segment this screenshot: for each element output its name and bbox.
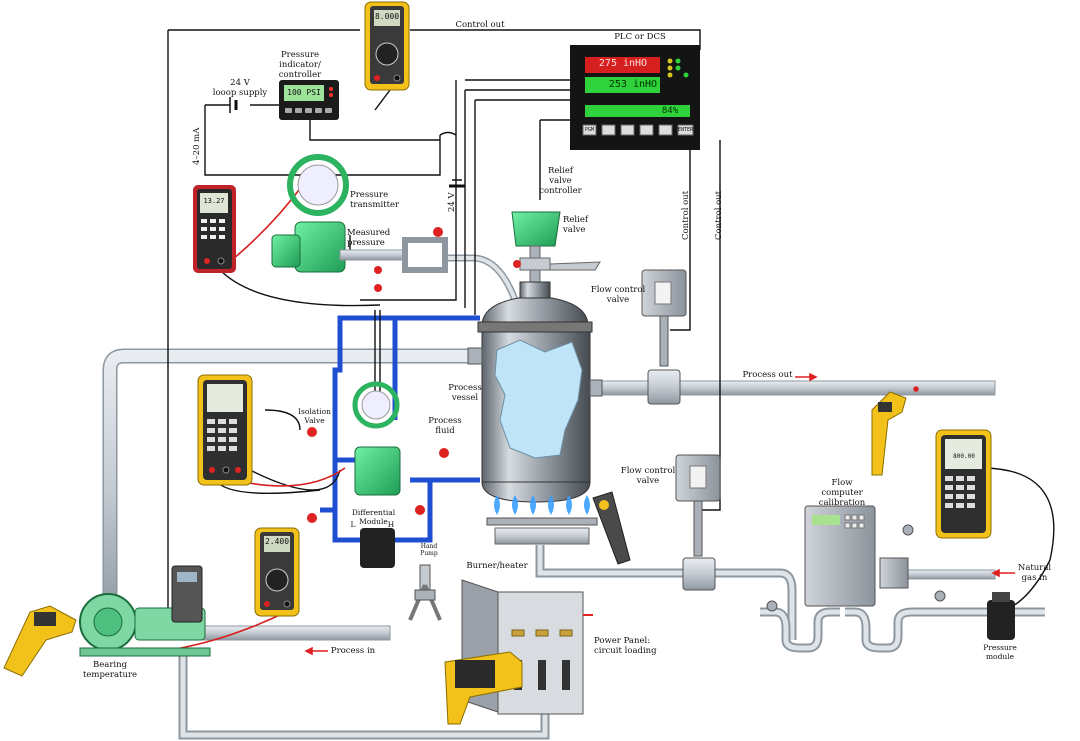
- process-in-label: Process in: [330, 646, 376, 656]
- ir-thermometer-icon: [3, 391, 907, 677]
- flow-computer-label: Flow computer calibration: [818, 478, 866, 508]
- plc-button-enter: ENTER: [678, 127, 694, 133]
- signal-wiring: [167, 29, 1055, 630]
- plc-bar-value: 84%: [661, 106, 679, 116]
- loop-supply-label: 24 V looop supply: [212, 78, 268, 98]
- isolation-valve-label: Isolation Valve: [298, 407, 331, 425]
- thermal-imager-icon: [444, 651, 523, 725]
- loop-current-label: 4–20 mA: [192, 127, 202, 165]
- plc-readout-1: 275 inHO: [598, 58, 648, 69]
- differential-module-label: Differential Module: [351, 508, 396, 526]
- pressure-indicator-icon: [279, 80, 339, 120]
- right-calibrator-reading: 800.00: [953, 453, 975, 460]
- dm-high-label: H: [387, 520, 395, 529]
- dm-low-label: L: [350, 520, 356, 529]
- left-calibrator-reading: 13.27: [203, 197, 225, 205]
- flow-control-valve-icon: [641, 269, 721, 591]
- flow-control-valve-label-2: Flow control valve: [620, 466, 676, 486]
- process-out-label: Process out: [742, 370, 793, 380]
- multimeter-bottom-icon: [254, 527, 300, 617]
- pressure-module-label: Pressure module: [983, 643, 1017, 661]
- power-panel-icon: [461, 579, 593, 715]
- drive-icon: [171, 565, 203, 623]
- calibrator-icon: [193, 185, 236, 273]
- pressure-transmitter-icon: [271, 154, 448, 292]
- plc-icon: [570, 45, 700, 150]
- multimeter-icon: [364, 1, 410, 91]
- control-out-label-2: Control out: [714, 190, 724, 240]
- battery-icon: [229, 97, 465, 188]
- pressure-indicator-display: 100 PSI: [287, 88, 321, 97]
- flow-computer-icon: [766, 505, 946, 612]
- burner-heater-label: Burner/heater: [466, 561, 528, 571]
- flow-arrows: [304, 372, 1015, 656]
- plc-title: PLC or DCS: [614, 32, 666, 42]
- hand-pump-label: Hand Pump: [420, 543, 438, 557]
- documenting-calibrator-icon: [197, 374, 253, 486]
- bearing-temperature-label: Bearing temperature: [82, 660, 138, 680]
- calibrator-right-icon: [935, 429, 992, 539]
- pressure-module-icon: [987, 592, 1015, 640]
- pressure-transmitter-label: Pressure transmitter: [350, 190, 400, 210]
- plc-readout-2: 253 inHO: [608, 79, 658, 90]
- flow-control-valve-label-1: Flow control valve: [590, 285, 646, 305]
- process-vessel-icon: [467, 281, 603, 503]
- relief-valve-label: Relief valve: [563, 215, 589, 235]
- burner-icon: [486, 495, 598, 545]
- natural-gas-in-label: Natural gas in: [1017, 563, 1052, 583]
- control-out-top-label: Control out: [455, 20, 505, 30]
- process-fluid-label: Process fluid: [428, 416, 462, 436]
- pressure-indicator-label: Pressure indicator/ controller: [278, 50, 322, 80]
- control-out-label-1: Control out: [681, 190, 691, 240]
- voltage-label: 24 V: [447, 192, 457, 212]
- hand-pump-icon: [408, 564, 442, 621]
- relief-valve-controller-label: Relief valve controller: [539, 166, 582, 196]
- bottom-meter-reading: 2.400: [264, 537, 290, 546]
- measured-pressure-label: Measured pressure: [347, 228, 391, 248]
- differential-transmitter-icon: [307, 381, 449, 568]
- top-meter-reading: 8.000: [374, 12, 400, 21]
- plc-button-pgm: PGM: [584, 127, 595, 133]
- process-piping: [102, 254, 1045, 740]
- power-panel-label: Power Panel: circuit loading: [594, 636, 657, 656]
- process-vessel-label: Process vessel: [448, 383, 482, 403]
